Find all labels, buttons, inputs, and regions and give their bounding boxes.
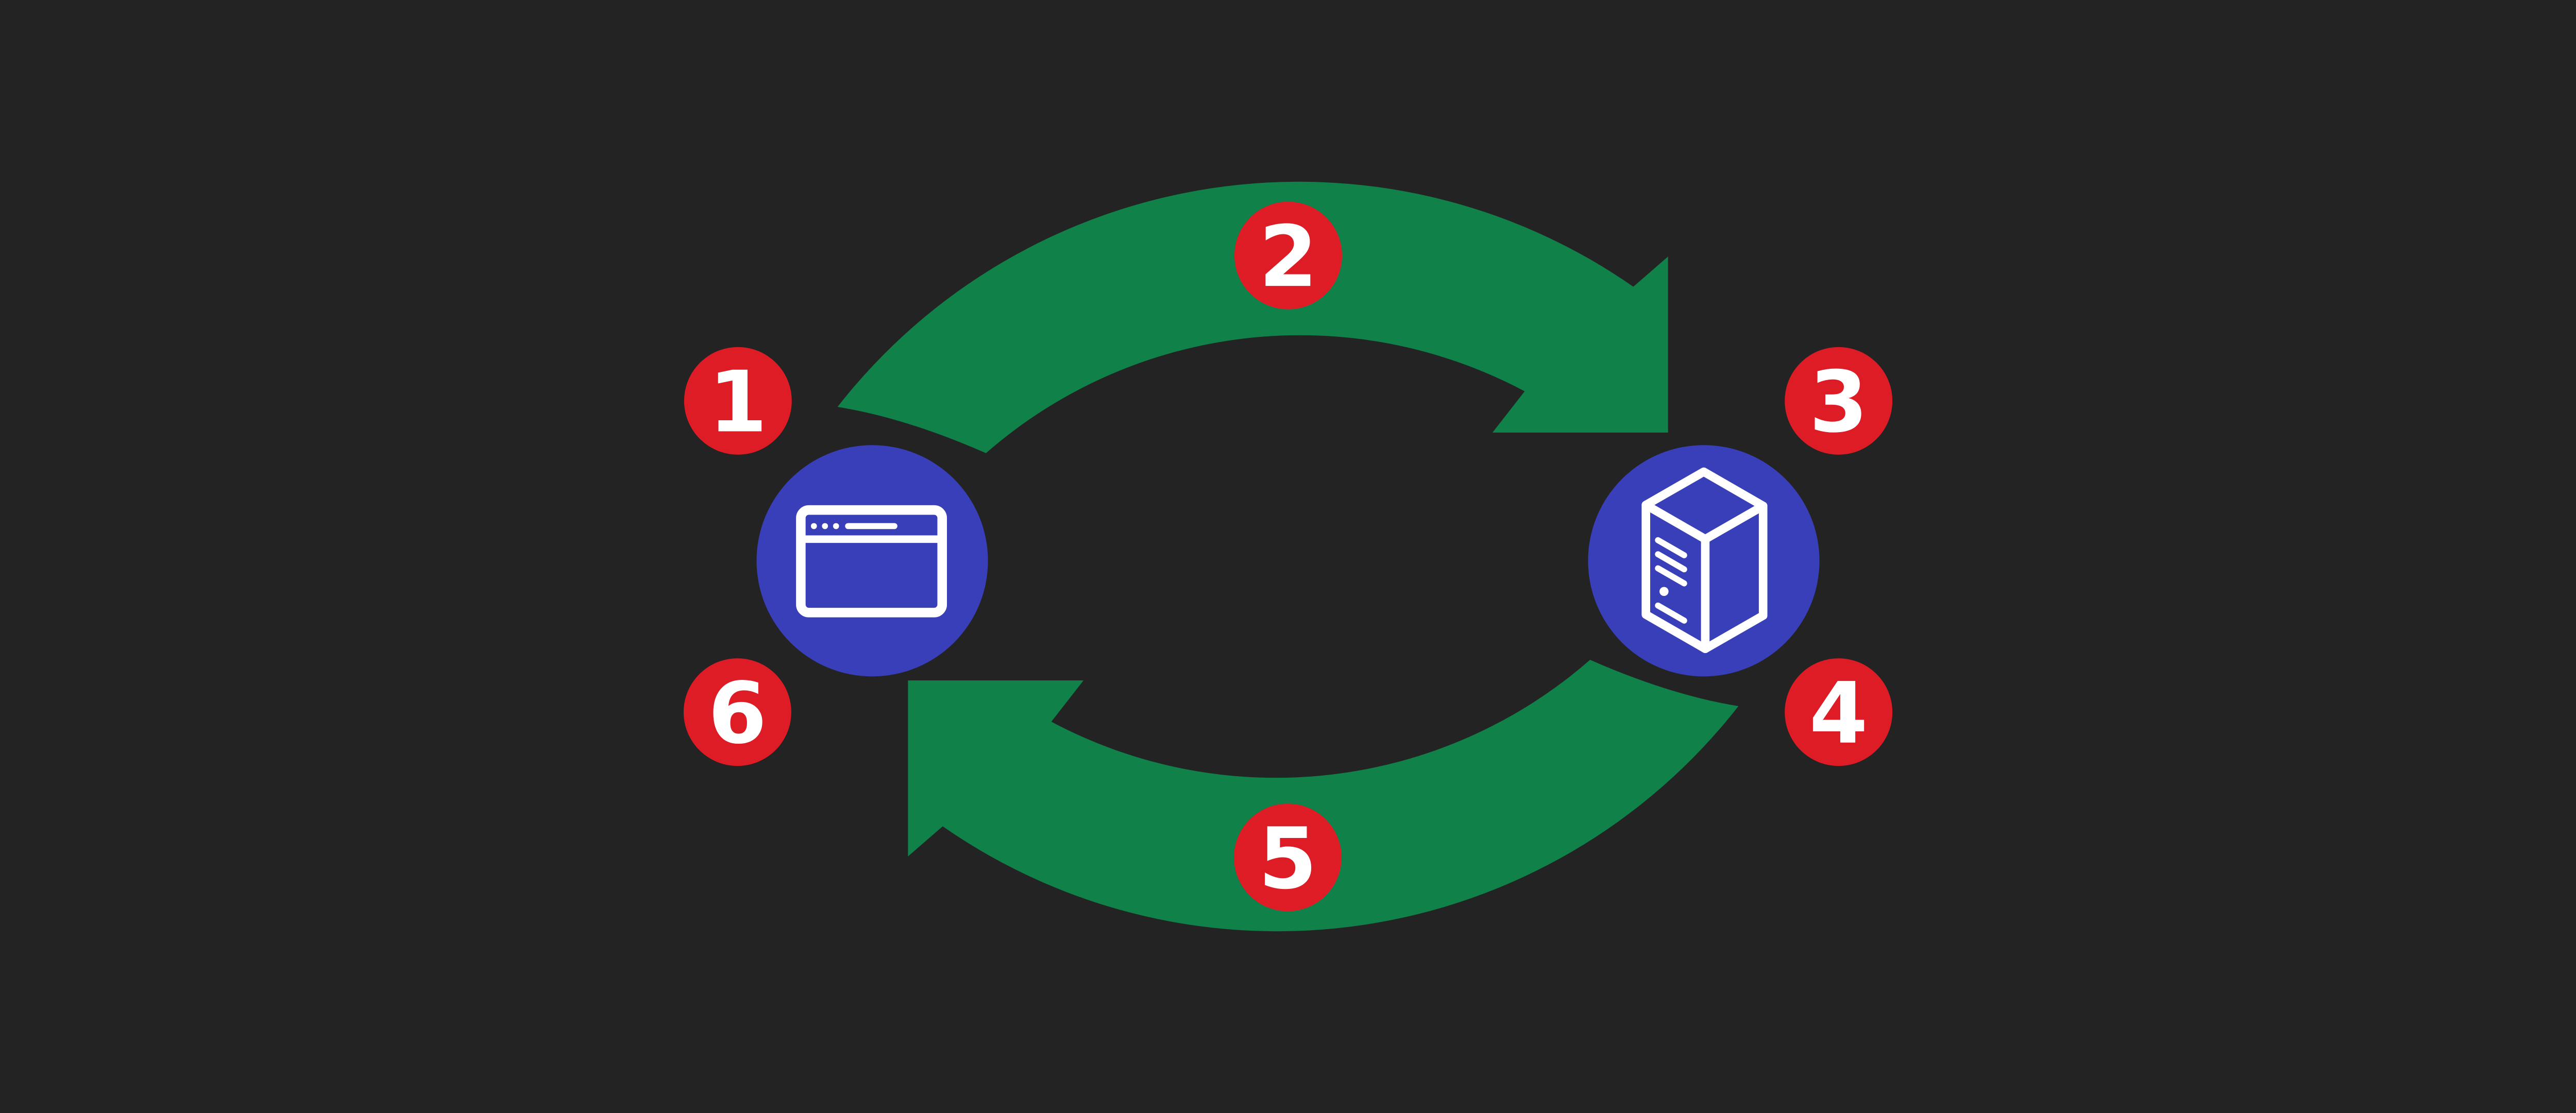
- browser-window-icon: [796, 505, 947, 618]
- server-tower-icon: [1641, 467, 1768, 653]
- step-badge-circle: [1234, 803, 1342, 912]
- step-badge-3: 3: [1785, 347, 1893, 455]
- step-badge-label: 3: [1809, 353, 1868, 451]
- browser-window-dot-3: [833, 523, 839, 529]
- step-badge-circle: [1785, 658, 1893, 766]
- step-badge-label: 5: [1258, 810, 1317, 908]
- step-badge-2: 2: [1234, 201, 1342, 310]
- server-node: [1588, 445, 1820, 677]
- server-power-dot: [1659, 587, 1669, 596]
- server-vent-slit-3: [1655, 565, 1687, 587]
- top-cycle-arrow: [837, 181, 1668, 453]
- step-badge-1: 1: [684, 347, 792, 455]
- step-badge-label: 1: [708, 353, 767, 451]
- step-badge-label: 6: [708, 664, 767, 763]
- background: [0, 13, 2576, 1100]
- step-badge-5: 5: [1234, 803, 1342, 912]
- step-badge-6: 6: [683, 658, 791, 766]
- step-badge-label: 4: [1809, 664, 1868, 763]
- step-badge-circle: [683, 658, 791, 766]
- step-badge-circle: [1785, 347, 1893, 455]
- step-badge-circle: [684, 347, 792, 455]
- browser-window-dot-2: [822, 523, 828, 529]
- server-vent-slit-2: [1655, 551, 1687, 573]
- step-badge-circle: [1234, 201, 1342, 310]
- server-vent-slit-1: [1655, 537, 1687, 558]
- bottom-cycle-arrow: [908, 660, 1739, 932]
- step-badge-label: 2: [1259, 208, 1317, 306]
- browser-window-frame: [796, 505, 947, 618]
- client-node: [756, 445, 988, 677]
- browser-window-dot-1: [810, 523, 817, 529]
- step-badge-4: 4: [1785, 658, 1893, 766]
- server-vent-slit-4: [1655, 602, 1687, 624]
- client-node-circle: [756, 445, 988, 677]
